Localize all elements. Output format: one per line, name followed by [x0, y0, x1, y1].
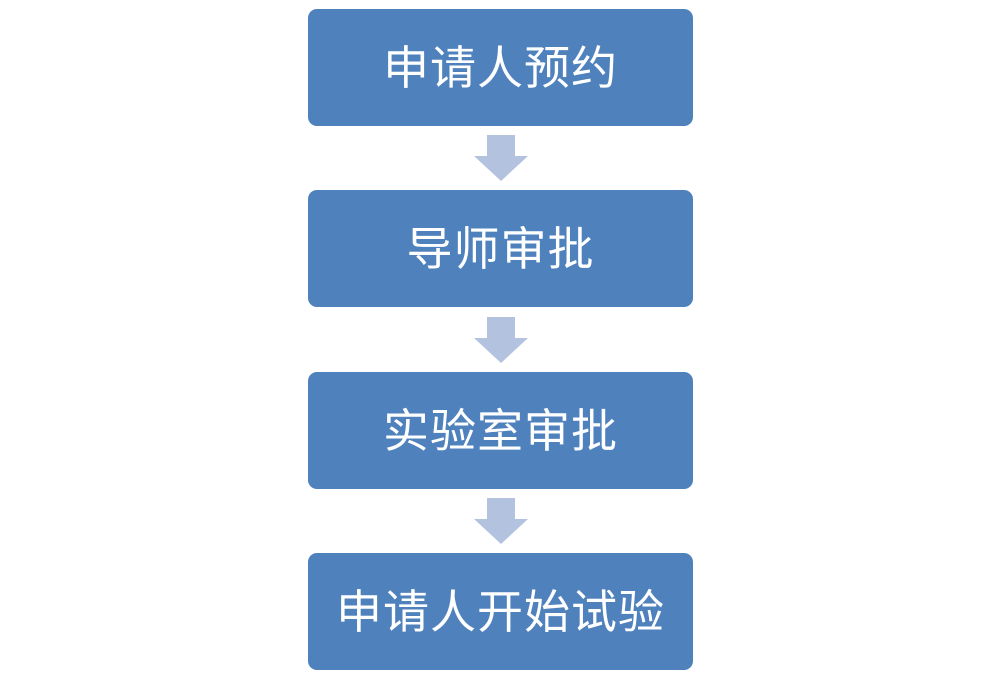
step-box-applicant-start-experiment: 申请人开始试验: [308, 553, 693, 670]
step-label: 申请人开始试验: [336, 584, 665, 639]
step-box-applicant-reservation: 申请人预约: [308, 9, 693, 126]
step-box-lab-approval: 实验室审批: [308, 372, 693, 489]
step-label: 申请人预约: [383, 40, 618, 95]
down-arrow-icon: [474, 498, 528, 544]
down-arrow-icon: [474, 135, 528, 181]
step-label: 导师审批: [406, 221, 595, 276]
down-arrow-icon: [474, 317, 528, 363]
step-box-advisor-approval: 导师审批: [308, 190, 693, 307]
step-label: 实验室审批: [383, 403, 618, 458]
